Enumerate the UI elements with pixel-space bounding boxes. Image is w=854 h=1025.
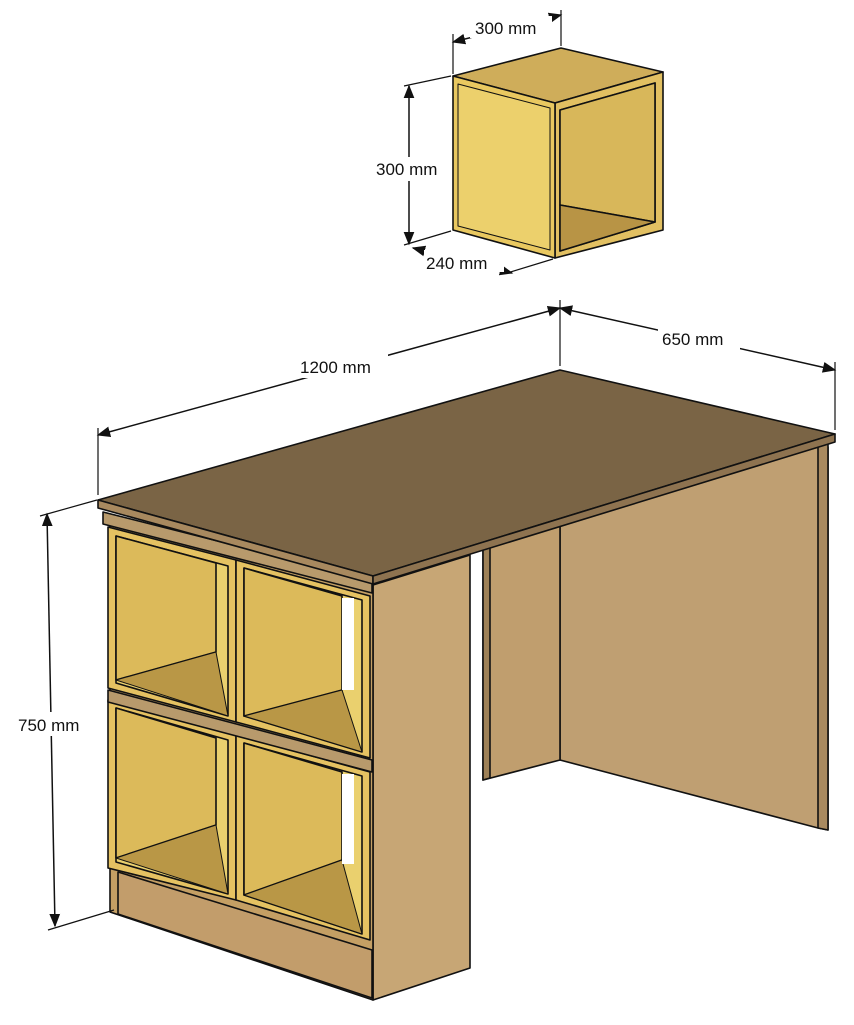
shelf-width-dimension: 300 mm bbox=[451, 10, 563, 74]
desk bbox=[97, 369, 836, 1001]
desk-depth-label: 650 mm bbox=[662, 330, 723, 349]
cube-middle-strip bbox=[107, 689, 373, 773]
shelf-depth-dimension: 240 mm bbox=[411, 245, 554, 276]
desk-height-label: 750 mm bbox=[18, 716, 79, 735]
desk-width-dimension: 1200 mm bbox=[96, 300, 562, 495]
desk-back-panel bbox=[482, 524, 561, 781]
cube-cell-top-right bbox=[235, 559, 371, 759]
shelf-height-dimension: 300 mm bbox=[372, 75, 452, 246]
desk-right-panel-edge bbox=[817, 439, 829, 831]
cube-cell-top-left bbox=[107, 526, 237, 723]
shelf-front-inset bbox=[457, 83, 551, 251]
desk-back-panel-edge bbox=[482, 545, 491, 781]
wall-shelf-cube bbox=[452, 47, 664, 259]
desk-height-dimension: 750 mm bbox=[14, 499, 115, 931]
desk-width-label: 1200 mm bbox=[300, 358, 371, 377]
shelf-inner-bottom bbox=[559, 204, 656, 252]
shelf-width-label: 300 mm bbox=[475, 19, 536, 38]
shelf-depth-label: 240 mm bbox=[426, 254, 487, 273]
cube-cell-bottom-right bbox=[235, 734, 371, 941]
cube-unit-plinth bbox=[117, 871, 373, 999]
desk-depth-dimension: 650 mm bbox=[558, 305, 837, 430]
shelf-height-label: 300 mm bbox=[376, 160, 437, 179]
desktop-side-edge bbox=[372, 433, 836, 585]
cube-cell-bottom-left bbox=[107, 699, 237, 901]
cube-unit-side-panel bbox=[372, 554, 471, 1001]
